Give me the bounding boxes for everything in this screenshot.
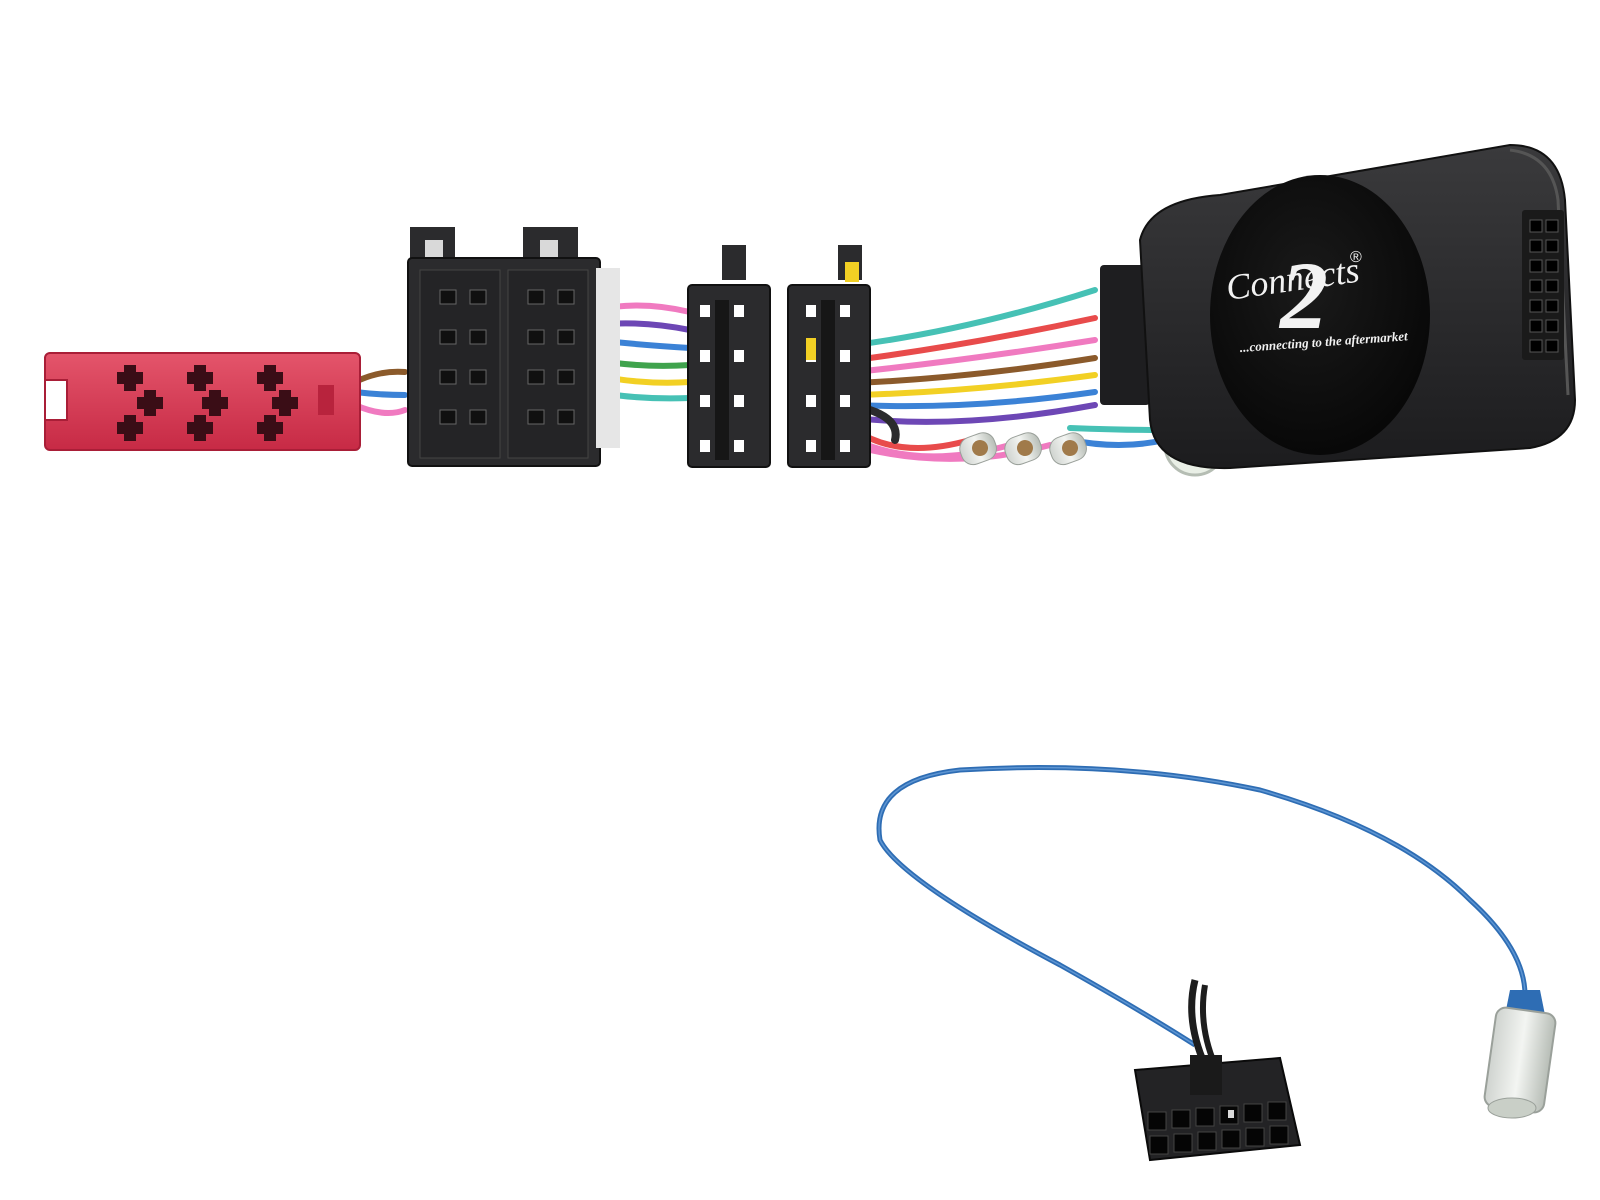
red-mini-iso-connector bbox=[44, 352, 361, 451]
interface-module-icon: 2 Connects ® ...connecting to the afterm… bbox=[1100, 143, 1577, 470]
black-iso-connector-large bbox=[407, 227, 620, 467]
blue-cable-accessory bbox=[876, 765, 1557, 1162]
multipin-plug bbox=[1133, 1055, 1302, 1162]
logo-digit: 2 bbox=[1278, 242, 1328, 349]
logo-registered: ® bbox=[1350, 249, 1362, 266]
antenna-plug-icon bbox=[1483, 990, 1557, 1119]
black-iso-connector-small bbox=[687, 245, 871, 468]
